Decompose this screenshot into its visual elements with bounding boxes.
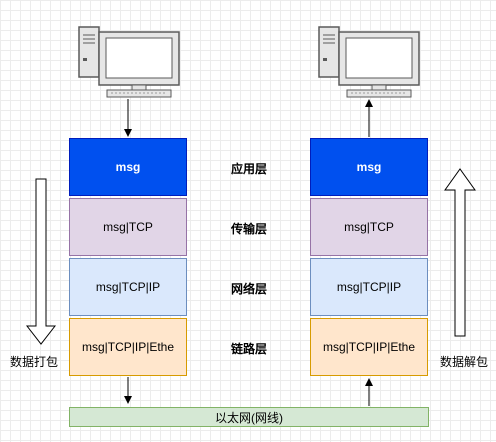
layer-label: msg — [356, 160, 382, 174]
ethernet-cable-bar: 以太网(网线) — [69, 407, 429, 427]
unpacking-hollow-arrow-up-icon — [444, 168, 476, 337]
receiver-computer-icon — [317, 25, 421, 99]
receiver-transport-layer: msg|TCP — [310, 198, 428, 256]
layer-name-link: 链路层 — [230, 342, 267, 356]
layer-name-transport: 传输层 — [230, 222, 267, 236]
sender-application-layer: msg — [69, 138, 187, 196]
arrow-down-icon — [124, 99, 132, 137]
layer-name-application: 应用层 — [230, 162, 267, 176]
packing-label: 数据打包 — [10, 355, 59, 369]
ethernet-label: 以太网(网线) — [215, 410, 283, 425]
unpacking-label: 数据解包 — [440, 355, 489, 369]
layer-label: msg — [115, 160, 141, 174]
packing-hollow-arrow-down-icon — [25, 178, 57, 345]
layer-label: msg|TCP|IP|Ethe — [322, 340, 416, 354]
arrow-down-icon — [124, 377, 132, 404]
sender-computer-icon — [77, 25, 181, 99]
layer-label: msg|TCP|IP|Ethe — [81, 340, 175, 354]
sender-transport-layer: msg|TCP — [69, 198, 187, 256]
layer-label: msg|TCP — [344, 220, 394, 234]
sender-network-layer: msg|TCP|IP — [69, 258, 187, 316]
sender-link-layer: msg|TCP|IP|Ethe — [69, 318, 187, 376]
arrow-up-icon — [365, 378, 373, 406]
arrow-up-icon — [365, 99, 373, 137]
layer-label: msg|TCP — [103, 220, 153, 234]
layer-name-network: 网络层 — [230, 282, 267, 296]
receiver-network-layer: msg|TCP|IP — [310, 258, 428, 316]
layer-label: msg|TCP|IP — [336, 280, 402, 294]
layer-label: msg|TCP|IP — [95, 280, 161, 294]
receiver-link-layer: msg|TCP|IP|Ethe — [310, 318, 428, 376]
receiver-application-layer: msg — [310, 138, 428, 196]
